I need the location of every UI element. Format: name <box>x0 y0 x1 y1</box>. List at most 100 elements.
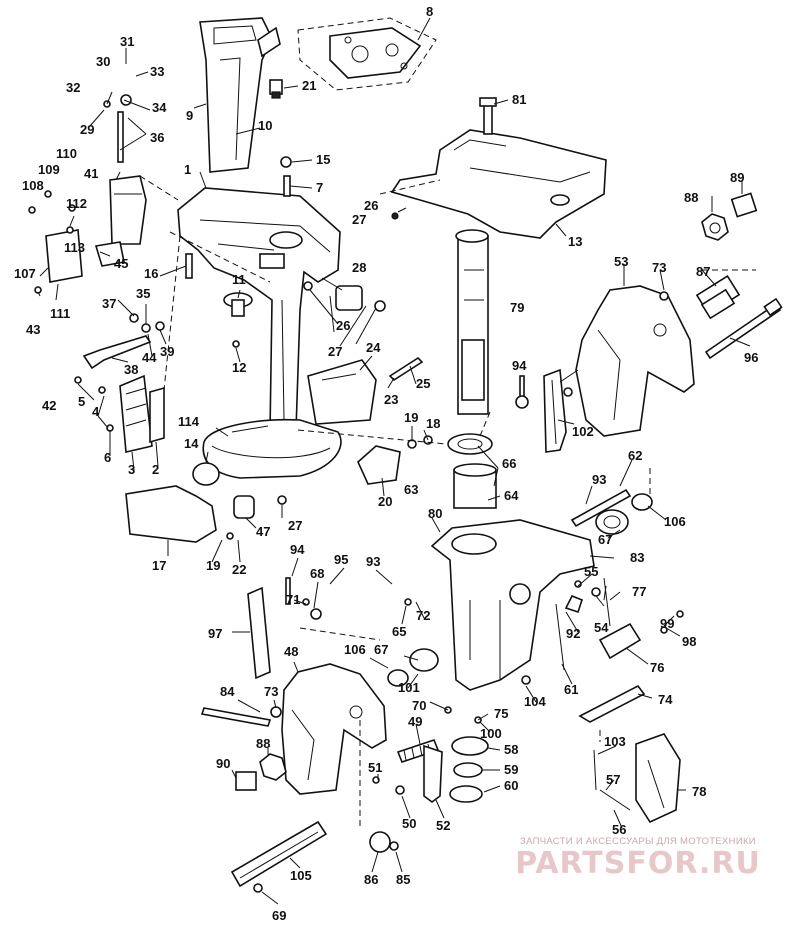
callout-109: 109 <box>38 162 60 177</box>
bushing-58 <box>451 736 489 756</box>
callout-92: 92 <box>566 626 580 641</box>
callout-81: 81 <box>512 92 526 107</box>
ring-59 <box>453 762 483 778</box>
callout-96: 96 <box>744 350 758 365</box>
callout-55: 55 <box>584 564 598 579</box>
callout-42: 42 <box>42 398 56 413</box>
callout-43: 43 <box>26 322 40 337</box>
callout-1: 1 <box>184 162 191 177</box>
shift-shaft-38 <box>82 335 152 370</box>
callout-9: 9 <box>186 108 193 123</box>
callout-26a: 26 <box>364 198 378 213</box>
callout-12: 12 <box>232 360 246 375</box>
pad-47 <box>233 495 255 519</box>
callout-72: 72 <box>416 608 430 623</box>
washer-86 <box>369 831 391 853</box>
callout-90: 90 <box>216 756 230 771</box>
watermark-caption: ЗАПЧАСТИ И АКСЕССУАРЫ ДЛЯ МОТОТЕХНИКИ <box>520 836 756 847</box>
callout-27a: 27 <box>352 212 366 227</box>
callout-93a: 93 <box>592 472 606 487</box>
callout-112: 112 <box>66 196 87 211</box>
washer-106-upper <box>631 493 653 511</box>
callout-84: 84 <box>220 684 235 699</box>
exhaust-housing <box>199 17 281 173</box>
callout-50: 50 <box>402 816 416 831</box>
watermark: ЗАПЧАСТИ И АКСЕССУАРЫ ДЛЯ МОТОТЕХНИКИ PA… <box>488 836 788 881</box>
callout-52: 52 <box>436 818 450 833</box>
callout-48: 48 <box>284 644 298 659</box>
callout-88a: 88 <box>684 190 698 205</box>
tilt-lever-102 <box>543 368 567 453</box>
callout-61: 61 <box>564 682 578 697</box>
callout-62: 62 <box>628 448 642 463</box>
cam-45 <box>94 241 125 267</box>
tilt-rod-96 <box>704 297 783 360</box>
callout-13: 13 <box>568 234 582 249</box>
callout-15: 15 <box>316 152 330 167</box>
callout-67a: 67 <box>598 532 612 547</box>
callout-106a: 106 <box>664 514 686 529</box>
callout-86: 86 <box>364 872 378 887</box>
watermark-brand: PARTSFOR.RU <box>515 846 761 881</box>
callout-44: 44 <box>142 350 157 365</box>
callout-108: 108 <box>22 178 44 193</box>
callout-97: 97 <box>208 626 222 641</box>
link-76 <box>598 622 642 660</box>
cover-24 <box>307 359 377 425</box>
callout-6: 6 <box>104 450 111 465</box>
lower-cowl-17 <box>125 485 217 543</box>
callout-39: 39 <box>160 344 174 359</box>
callout-99: 99 <box>660 616 674 631</box>
callout-69: 69 <box>272 908 286 923</box>
tilt-tube-87 <box>695 275 741 320</box>
callout-19b: 19 <box>206 558 220 573</box>
callout-102: 102 <box>572 424 594 439</box>
callout-79: 79 <box>510 300 524 315</box>
callout-113: 113 <box>64 240 85 255</box>
callout-24: 24 <box>366 340 381 355</box>
small-hardware <box>28 94 684 893</box>
callout-67b: 67 <box>374 642 388 657</box>
clip-20 <box>357 445 401 485</box>
callout-93b: 93 <box>366 554 380 569</box>
callout-57: 57 <box>606 772 620 787</box>
callout-2: 2 <box>152 462 159 477</box>
nut-88-lower <box>259 753 287 781</box>
exhaust-gasket <box>297 17 437 91</box>
stern-bracket-53 <box>575 285 695 437</box>
bushing-66 <box>453 463 497 509</box>
callout-74: 74 <box>658 692 673 707</box>
callout-78: 78 <box>692 784 706 799</box>
callout-34: 34 <box>152 100 167 115</box>
callout-59: 59 <box>504 762 518 777</box>
bushing-67-lower <box>409 648 439 672</box>
brace-105 <box>230 820 328 888</box>
tilt-lock-74 <box>578 684 646 723</box>
callout-106b: 106 <box>344 642 366 657</box>
callout-94a: 94 <box>512 358 527 373</box>
callout-20: 20 <box>378 494 392 509</box>
nut-88 <box>701 213 729 241</box>
callout-29: 29 <box>80 122 94 137</box>
callout-17: 17 <box>152 558 166 573</box>
callout-73a: 73 <box>652 260 666 275</box>
plate-111 <box>45 229 83 283</box>
callout-7: 7 <box>316 180 323 195</box>
tilt-lever-97 <box>247 586 271 680</box>
callout-100: 100 <box>480 726 502 741</box>
callout-63: 63 <box>404 482 418 497</box>
callout-19a: 19 <box>404 410 418 425</box>
callout-66: 66 <box>502 456 516 471</box>
callout-95: 95 <box>334 552 348 567</box>
callout-111: 111 <box>50 306 70 321</box>
callout-21: 21 <box>302 78 316 93</box>
callout-54: 54 <box>594 620 609 635</box>
cap-90 <box>235 771 257 791</box>
callout-25: 25 <box>416 376 430 391</box>
swivel-bracket-80 <box>430 519 595 691</box>
callout-80: 80 <box>428 506 442 521</box>
callout-23: 23 <box>384 392 398 407</box>
callout-27c: 27 <box>288 518 302 533</box>
cap-89 <box>730 192 758 218</box>
